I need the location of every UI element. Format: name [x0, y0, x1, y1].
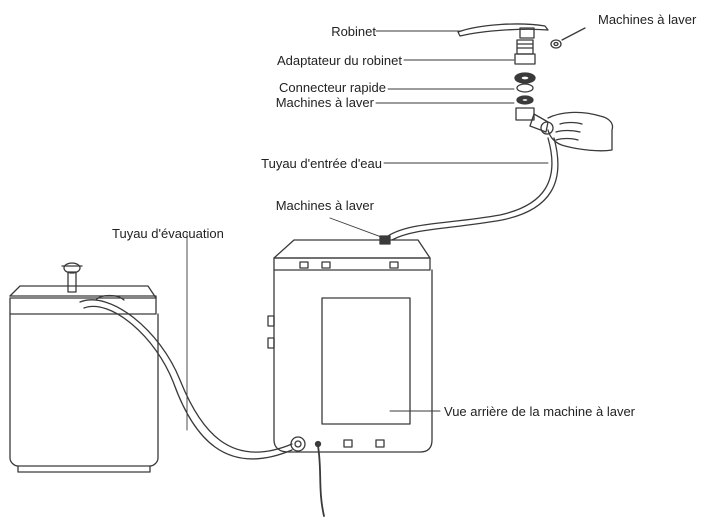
inlet-hose-illustration [379, 137, 559, 245]
label-machine-washer: Machines à laver [275, 198, 374, 213]
label-faucet-adapter: Adaptateur du robinet [276, 53, 402, 68]
washer-illustration [516, 95, 534, 105]
hose-connector-illustration [515, 107, 554, 135]
label-rear-view: Vue arrière de la machine à laver [444, 404, 636, 419]
sink-faucet-illustration [61, 262, 83, 293]
label-washer: Machines à laver [275, 95, 374, 110]
sink-illustration [9, 285, 159, 473]
label-loose-washer: Machines à laver [598, 12, 697, 27]
faucet-illustration [457, 23, 549, 39]
faucet-adapter-illustration [514, 39, 536, 65]
washing-machine-illustration [267, 239, 433, 517]
label-quick-connector: Connecteur rapide [279, 80, 386, 95]
drain-hose-illustration [79, 299, 293, 460]
label-inlet-hose: Tuyau d'entrée d'eau [261, 156, 382, 171]
quick-connector-illustration [514, 72, 536, 93]
label-drain-hose: Tuyau d'évacuation [112, 226, 224, 241]
loose-washer-illustration [550, 27, 586, 49]
hand-illustration [547, 111, 614, 152]
leader-lines [186, 30, 549, 431]
label-faucet: Robinet [331, 24, 376, 39]
